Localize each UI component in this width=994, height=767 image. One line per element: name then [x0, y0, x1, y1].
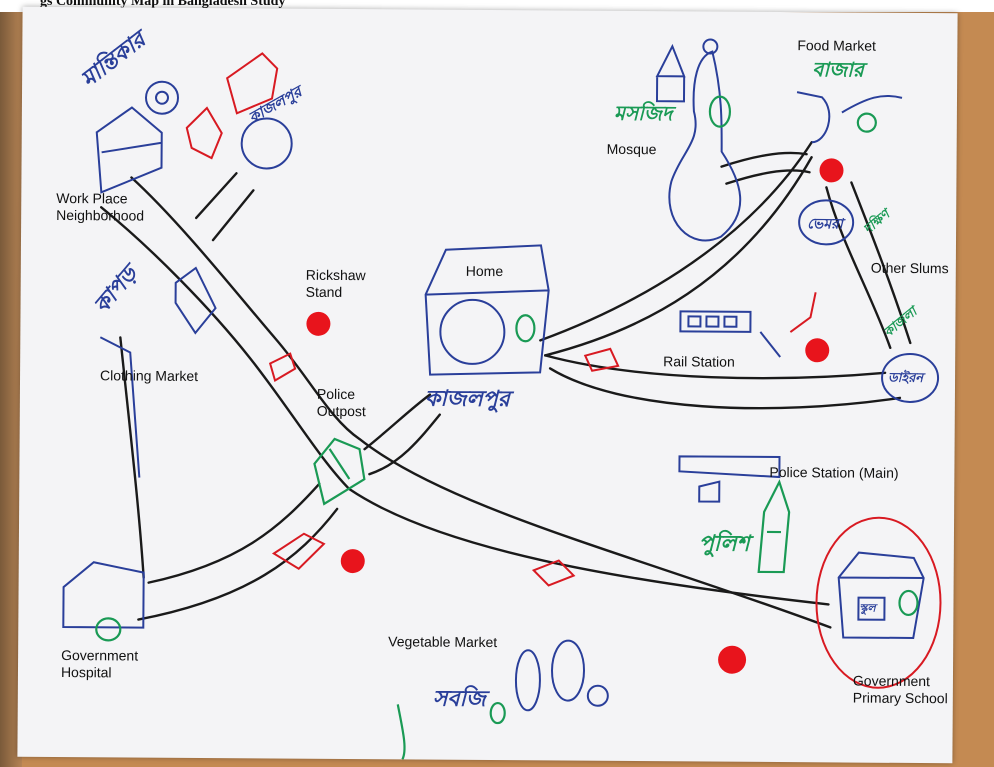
mosque-shape	[668, 50, 742, 242]
road-food-a	[539, 141, 813, 342]
clothing-column	[99, 336, 141, 478]
road-home-b	[368, 413, 441, 476]
red-sketches	[185, 52, 942, 689]
road-mosque-a	[720, 151, 808, 168]
road-slums-a	[544, 354, 887, 380]
red-house-top	[185, 106, 223, 160]
red-car-top	[225, 52, 279, 115]
school-red-circle	[815, 516, 942, 689]
label-government-primary-school: Government Primary School	[852, 672, 948, 707]
red-dot	[819, 158, 844, 183]
red-dot	[805, 338, 830, 363]
bengali-slum-top: ভেমরা	[807, 216, 843, 233]
road-main-a	[100, 206, 830, 606]
bengali-slum-bottom: ডাইরন	[888, 370, 924, 387]
red-dot	[340, 549, 365, 574]
vegetable-sketch-b	[551, 639, 586, 702]
red-dot	[718, 645, 747, 674]
bengali-food-market: বাজার	[812, 57, 864, 82]
label-rail-station: Rail Station	[663, 353, 735, 370]
rickshaw-sketch-2	[271, 532, 326, 570]
rickshaw-sketch-3	[531, 559, 576, 587]
blue-sketches	[62, 38, 940, 712]
label-mosque: Mosque	[606, 140, 657, 158]
kajalpur-top-circle	[240, 117, 293, 170]
road-slum-connector-a	[825, 186, 892, 350]
road-hospital-a	[147, 482, 321, 584]
label-police-outpost: Police Outpost	[316, 385, 366, 420]
table-edge	[0, 12, 22, 767]
label-work-place-neighborhood: Work Place Neighborhood	[56, 189, 145, 224]
bengali-police: পুলিশ	[698, 531, 750, 557]
bengali-home-area: কাজলপুর	[424, 386, 510, 413]
road-hospital-b	[137, 507, 339, 621]
mosque-green-mark	[708, 95, 732, 128]
road-clothing-a	[119, 336, 145, 579]
caption-text: gs Community Map in Bangladesh Study	[40, 0, 286, 9]
rickshaw-sketch-4	[583, 347, 620, 372]
workplace-building	[95, 106, 163, 194]
bengali-school: স্কুল	[859, 601, 876, 615]
mosque-hut	[655, 43, 686, 103]
road-branch-top-a	[194, 172, 238, 220]
vegetable-sketch-a	[514, 649, 541, 712]
green-sketches	[95, 95, 919, 760]
label-police-station-main: Police Station (Main)	[769, 463, 899, 481]
road-mosque-b	[725, 169, 811, 185]
bengali-vegetable: সবজি	[432, 686, 486, 712]
rail-car	[679, 310, 752, 333]
slum-circle-top	[798, 199, 855, 246]
label-clothing-market: Clothing Market	[100, 367, 199, 384]
red-dot	[306, 311, 331, 336]
police-outpost-house	[313, 437, 366, 506]
road-branch-top-b	[211, 189, 255, 242]
hospital-building	[62, 561, 145, 629]
label-other-slums: Other Slums	[870, 259, 949, 277]
bengali-mosque: মসজিদ	[613, 100, 673, 126]
home-house	[424, 244, 550, 376]
slum-circle-bottom	[881, 352, 940, 403]
road-slums-b	[548, 367, 902, 410]
label-home: Home	[465, 262, 504, 280]
home-circle	[439, 298, 506, 365]
police-tower	[757, 479, 791, 574]
clothing-sketch	[174, 266, 217, 335]
school-building	[837, 551, 925, 639]
food-market-sketch	[796, 91, 903, 144]
rickshaw-sketch-1	[268, 352, 297, 383]
road-food-b	[544, 156, 813, 357]
workplace-circle	[144, 80, 179, 115]
label-rickshaw-stand: Rickshaw Stand	[305, 266, 366, 300]
label-government-hospital: Government Hospital	[60, 647, 139, 681]
map-drawing	[62, 38, 942, 760]
road-home-a	[363, 393, 432, 451]
red-dot-markers	[306, 158, 844, 674]
rail-red-mark	[789, 292, 817, 333]
police-station-sketch	[678, 455, 781, 503]
home-green-mark	[515, 314, 536, 343]
label-food-market: Food Market	[797, 37, 877, 54]
map-paper: Work Place Neighborhood Rickshaw Stand H…	[17, 6, 958, 764]
road-slum-connector-b	[850, 181, 912, 345]
label-vegetable-market: Vegetable Market	[388, 633, 498, 651]
road-main-b	[130, 176, 832, 629]
road-network	[100, 141, 912, 629]
